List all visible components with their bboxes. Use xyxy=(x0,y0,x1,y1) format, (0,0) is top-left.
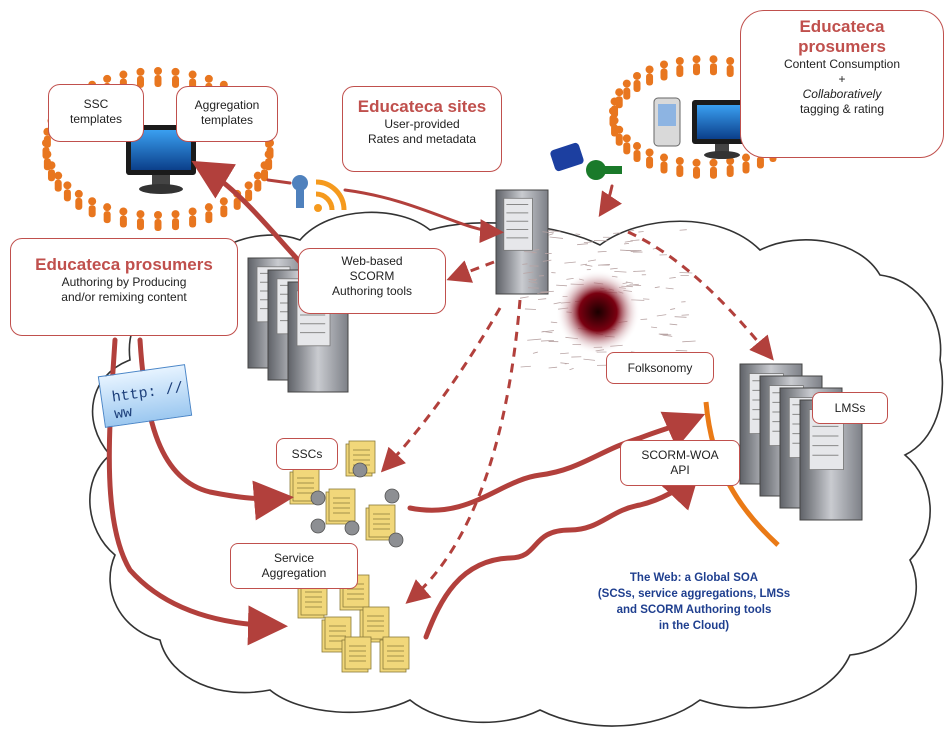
dashed-arrows xyxy=(380,230,774,604)
person-figure xyxy=(692,158,701,179)
server-icon xyxy=(495,189,549,295)
person-figure xyxy=(622,134,631,155)
document-icon xyxy=(297,582,328,619)
prosumers-left-title: Educateca prosumers xyxy=(35,255,213,274)
document-icon xyxy=(379,636,410,673)
person-figure xyxy=(219,197,228,218)
scorm-woa-box: SCORM-WOA API xyxy=(620,440,740,486)
prosumers-top-line1: Content Consumption xyxy=(783,57,901,71)
person-figure xyxy=(615,88,624,109)
document-icon xyxy=(365,504,396,541)
ssc-templates-line1: SSC xyxy=(83,97,109,111)
scorm-woa-line1: SCORM-WOA xyxy=(641,448,719,462)
document-icon xyxy=(325,488,356,525)
url-text: http: // ww xyxy=(110,379,185,424)
ssc-templates-box: SSC templates xyxy=(48,84,144,142)
prosumers-left-line1: Authoring by Producing xyxy=(61,275,187,289)
scorm-woa-line2: API xyxy=(670,463,690,477)
person-figure xyxy=(659,153,668,174)
educateca-sites-line2: Rates and metadata xyxy=(367,132,477,146)
global-soa-line3: and SCORM Authoring tools xyxy=(616,604,772,616)
lmss-label: LMSs xyxy=(834,401,866,415)
prosumers-top-line3: Collaboratively xyxy=(802,87,882,101)
person-figure xyxy=(709,55,718,76)
educateca-sites-line1: User-provided xyxy=(384,117,460,131)
rss-feed-icon xyxy=(292,175,347,212)
person-figure xyxy=(74,189,83,210)
flow-arrows xyxy=(106,160,706,646)
prosumers-top-title1: Educateca xyxy=(799,17,885,36)
person-figure xyxy=(136,67,145,88)
prosumers-top-box: Educateca prosumers Content Consumption … xyxy=(740,10,944,158)
aggregation-templates-line1: Aggregation xyxy=(194,98,260,112)
prosumers-left-line2: and/or remixing content xyxy=(61,290,187,304)
web-based-tools-box: Web-based SCORM Authoring tools xyxy=(298,248,446,314)
service-aggregation-line1: Service xyxy=(273,551,314,565)
person-figure xyxy=(204,203,213,224)
server-icon xyxy=(739,363,863,521)
person-figure xyxy=(244,181,253,202)
person-figure xyxy=(260,161,269,182)
person-figure xyxy=(633,142,642,163)
cloud-icon xyxy=(89,211,944,727)
folksonomy-label: Folksonomy xyxy=(627,361,693,375)
key-lock-icon xyxy=(550,142,622,180)
prosumers-left-box: Educateca prosumers Authoring by Produci… xyxy=(10,238,238,336)
person-figure xyxy=(119,207,128,228)
lmss-box: LMSs xyxy=(812,392,888,424)
person-figure xyxy=(633,71,642,92)
person-figure xyxy=(675,56,684,77)
person-figure xyxy=(709,158,718,179)
person-figure xyxy=(63,181,72,202)
person-figure xyxy=(171,67,180,88)
service-aggregation-box: Service Aggregation xyxy=(230,543,358,589)
computer-monitor-icon xyxy=(692,100,752,159)
person-figure xyxy=(253,171,262,192)
sscs-box: SSCs xyxy=(276,438,338,470)
web-based-line3: Authoring tools xyxy=(331,284,413,298)
person-figure xyxy=(136,210,145,231)
global-soa-line1: The Web: a Global SOA xyxy=(629,572,759,584)
ssc-templates-line2: templates xyxy=(69,112,123,126)
person-figure xyxy=(726,56,735,77)
person-figure xyxy=(692,55,701,76)
document-icon xyxy=(341,636,372,673)
sscs-label: SSCs xyxy=(291,447,323,461)
aggregation-templates-line2: templates xyxy=(200,113,254,127)
prosumers-top-title2: prosumers xyxy=(798,37,886,56)
person-figure xyxy=(645,65,654,86)
educateca-sites-box: Educateca sites User-provided Rates and … xyxy=(342,86,502,172)
web-based-line2: SCORM xyxy=(349,269,395,283)
pda-icon xyxy=(653,97,681,147)
person-figure xyxy=(103,203,112,224)
educateca-sites-title: Educateca sites xyxy=(357,97,487,116)
person-figure xyxy=(726,157,735,178)
person-figure xyxy=(188,207,197,228)
folksonomy-box: Folksonomy xyxy=(606,352,714,384)
aggregation-templates-box: Aggregation templates xyxy=(176,86,278,142)
person-figure xyxy=(622,79,631,100)
folksonomy-blob xyxy=(556,270,640,354)
person-figure xyxy=(659,60,668,81)
prosumers-top-line4: tagging & rating xyxy=(799,102,885,116)
web-based-line1: Web-based xyxy=(341,254,403,268)
person-figure xyxy=(154,211,162,231)
server-unit xyxy=(495,189,549,295)
person-figure xyxy=(645,148,654,169)
person-figure xyxy=(54,171,63,192)
global-soa-line2: (SCSs, service aggregations, LMSs xyxy=(597,588,791,600)
person-figure xyxy=(171,210,180,231)
global-soa-line4: in the Cloud) xyxy=(658,620,730,632)
person-figure xyxy=(154,67,162,87)
person-figure xyxy=(742,153,751,174)
computer-monitor-icon xyxy=(126,125,196,194)
global-soa-label: The Web: a Global SOA (SCSs, service agg… xyxy=(574,570,814,634)
service-aggregation-line2: Aggregation xyxy=(261,566,327,580)
person-figure xyxy=(675,157,684,178)
person-figure xyxy=(88,197,97,218)
prosumers-top-line2: + xyxy=(838,72,846,86)
